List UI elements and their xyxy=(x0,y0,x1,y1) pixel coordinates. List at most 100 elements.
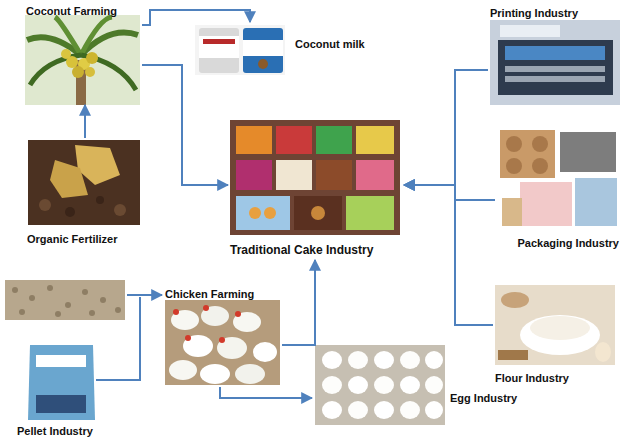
packaging-photo xyxy=(506,158,522,174)
industry-node: Chicken Farming xyxy=(162,283,282,387)
egg-tray-photo xyxy=(400,351,420,369)
cake-stall-photo xyxy=(230,120,400,235)
egg-tray-photo xyxy=(322,376,342,394)
egg-tray-photo xyxy=(400,376,420,394)
cake-stall-photo xyxy=(316,126,352,154)
coconut-milk-cans xyxy=(195,25,285,75)
flow-arrow xyxy=(127,294,162,296)
pellet-photo xyxy=(55,311,61,317)
cake-stall-photo xyxy=(294,196,342,230)
pellet-photo xyxy=(5,280,125,320)
chicken-farm-photo xyxy=(219,337,225,343)
cake-stall-photo xyxy=(276,126,312,154)
feed-line xyxy=(96,297,140,380)
industry-node: Coconut Farming xyxy=(22,0,142,105)
printing-machine-photo xyxy=(500,25,560,37)
egg-tray-photo xyxy=(348,376,368,394)
chicken-farm-photo xyxy=(235,311,241,317)
industry-label: Organic Fertilizer xyxy=(27,233,117,246)
coconut-milk-cans xyxy=(195,25,285,75)
pellet-photo xyxy=(29,295,35,301)
feed-bag xyxy=(36,355,86,367)
chicken-farm-photo xyxy=(253,342,277,362)
flow-arrow xyxy=(404,70,488,185)
flow-arrow xyxy=(142,65,228,185)
cake-stall-photo xyxy=(236,126,272,154)
industry-label: Coconut Farming xyxy=(26,5,117,18)
flour-photo xyxy=(595,342,611,362)
coconut-palm-photo xyxy=(25,15,140,105)
feed-bag xyxy=(28,345,95,420)
flow-arrow xyxy=(220,387,312,398)
chicken-farm-photo xyxy=(171,310,199,330)
pellet-photo xyxy=(115,307,121,313)
fertilizer-photo xyxy=(50,160,88,198)
egg-tray-photo xyxy=(322,401,342,419)
chicken-farm-photo xyxy=(200,364,230,384)
fertilizer-photo xyxy=(65,207,75,217)
pellet-photo xyxy=(65,302,71,308)
cake-stall-photo xyxy=(230,120,400,235)
industry-label: Traditional Cake Industry xyxy=(230,244,373,257)
cake-stall-photo xyxy=(356,126,394,154)
printing-machine-photo xyxy=(505,46,605,60)
chicken-farm-photo xyxy=(217,337,247,359)
cake-stall-photo xyxy=(236,196,290,230)
cake-stall-photo xyxy=(346,196,394,230)
packaging-photo xyxy=(532,136,548,152)
egg-tray-photo xyxy=(425,351,443,369)
industry-node: Traditional Cake Industry xyxy=(228,118,404,260)
flow-arrow xyxy=(84,105,86,138)
packaging-photo xyxy=(502,198,522,226)
pellet-photo xyxy=(89,310,95,316)
coconut-palm-photo xyxy=(55,17,81,55)
egg-tray-photo xyxy=(348,351,368,369)
industry-node: Egg Industry xyxy=(312,343,519,427)
flow-arrow xyxy=(404,185,493,325)
feed-bag xyxy=(28,345,95,420)
fertilizer-photo xyxy=(28,140,140,225)
chicken-farm-photo xyxy=(183,335,213,357)
flour-photo xyxy=(495,285,615,365)
pellet-photo xyxy=(82,289,88,295)
chicken-farm-photo xyxy=(201,306,229,326)
egg-tray-photo xyxy=(425,376,443,394)
industry-node: Printing Industry xyxy=(488,2,622,106)
coconut-milk-cans xyxy=(199,28,239,73)
packaging-photo xyxy=(497,125,620,230)
egg-tray-photo xyxy=(374,401,394,419)
cake-stall-photo xyxy=(356,160,394,190)
egg-tray-photo xyxy=(425,401,443,419)
packaging-photo xyxy=(560,132,616,172)
packaging-photo xyxy=(497,125,620,230)
industry-label: Pellet Industry xyxy=(17,425,93,438)
coconut-palm-photo xyxy=(85,67,95,77)
feed-bag xyxy=(36,395,86,413)
coconut-palm-photo xyxy=(86,52,98,64)
pellet-photo xyxy=(100,297,106,303)
packaging-photo xyxy=(532,158,548,174)
coconut-milk-cans xyxy=(258,59,268,69)
industry-node: Coconut milk xyxy=(192,22,367,77)
flow-arrow xyxy=(282,260,315,345)
chicken-farm-photo xyxy=(203,305,209,311)
packaging-photo xyxy=(520,182,572,226)
flour-photo xyxy=(495,285,615,365)
flour-photo xyxy=(501,292,529,308)
pellet-photo xyxy=(19,309,25,315)
printing-machine-photo xyxy=(498,40,613,95)
industry-node: Flour Industry xyxy=(493,283,620,391)
fertilizer-photo xyxy=(114,204,126,216)
chicken-farm-photo xyxy=(185,335,191,341)
egg-tray-photo xyxy=(315,345,445,425)
industry-label: Packaging Industry xyxy=(518,237,619,250)
chicken-farm-photo xyxy=(233,312,261,332)
fertilizer-photo xyxy=(39,199,51,211)
industry-node: Organic Fertilizer xyxy=(25,138,145,246)
fertilizer-photo xyxy=(96,196,104,204)
cake-stall-photo xyxy=(249,207,261,219)
industry-node: Packaging Industry xyxy=(495,123,623,249)
industry-label: Chicken Farming xyxy=(165,288,254,301)
egg-tray-photo xyxy=(348,401,368,419)
